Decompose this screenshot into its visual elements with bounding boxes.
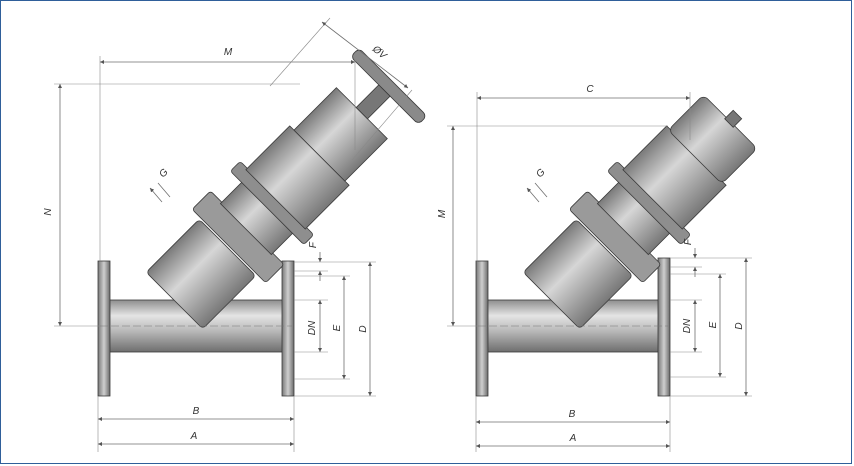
dim-label-e: E	[332, 324, 343, 331]
dim-label-c: C	[586, 84, 594, 95]
left-dimensions: M ØV N G F DN E D	[43, 17, 413, 452]
dim-label-b: B	[193, 406, 200, 417]
dim-label-d-right: D	[734, 322, 745, 329]
dim-label-ov: ØV	[369, 43, 389, 62]
left-inlet-flange	[97, 260, 111, 397]
dim-label-f: F	[308, 241, 319, 248]
left-outlet-flange	[281, 260, 295, 397]
dim-label-f-right: F	[683, 238, 694, 245]
dim-label-e-right: E	[708, 321, 719, 328]
left-valve-bonnet	[147, 49, 426, 328]
right-outlet-flange	[657, 257, 671, 397]
right-valve-actuator	[524, 96, 756, 328]
right-dimensions: C M G F DN E D B	[437, 84, 752, 452]
dim-label-m: M	[224, 47, 233, 58]
dim-label-a-right: A	[569, 433, 577, 444]
dim-label-b-right: B	[569, 409, 576, 420]
dim-label-g: G	[157, 167, 170, 180]
left-valve-drawing	[97, 49, 426, 397]
right-inlet-flange	[475, 260, 489, 397]
right-valve-drawing	[475, 96, 756, 397]
dim-label-d: D	[358, 325, 369, 332]
dim-label-dn: DN	[307, 320, 318, 335]
dim-label-g-right: G	[534, 167, 547, 180]
dim-label-m-right: M	[437, 209, 448, 218]
dim-label-dn-right: DN	[682, 318, 693, 333]
dim-label-n: N	[43, 208, 54, 216]
dim-label-a: A	[190, 431, 198, 442]
